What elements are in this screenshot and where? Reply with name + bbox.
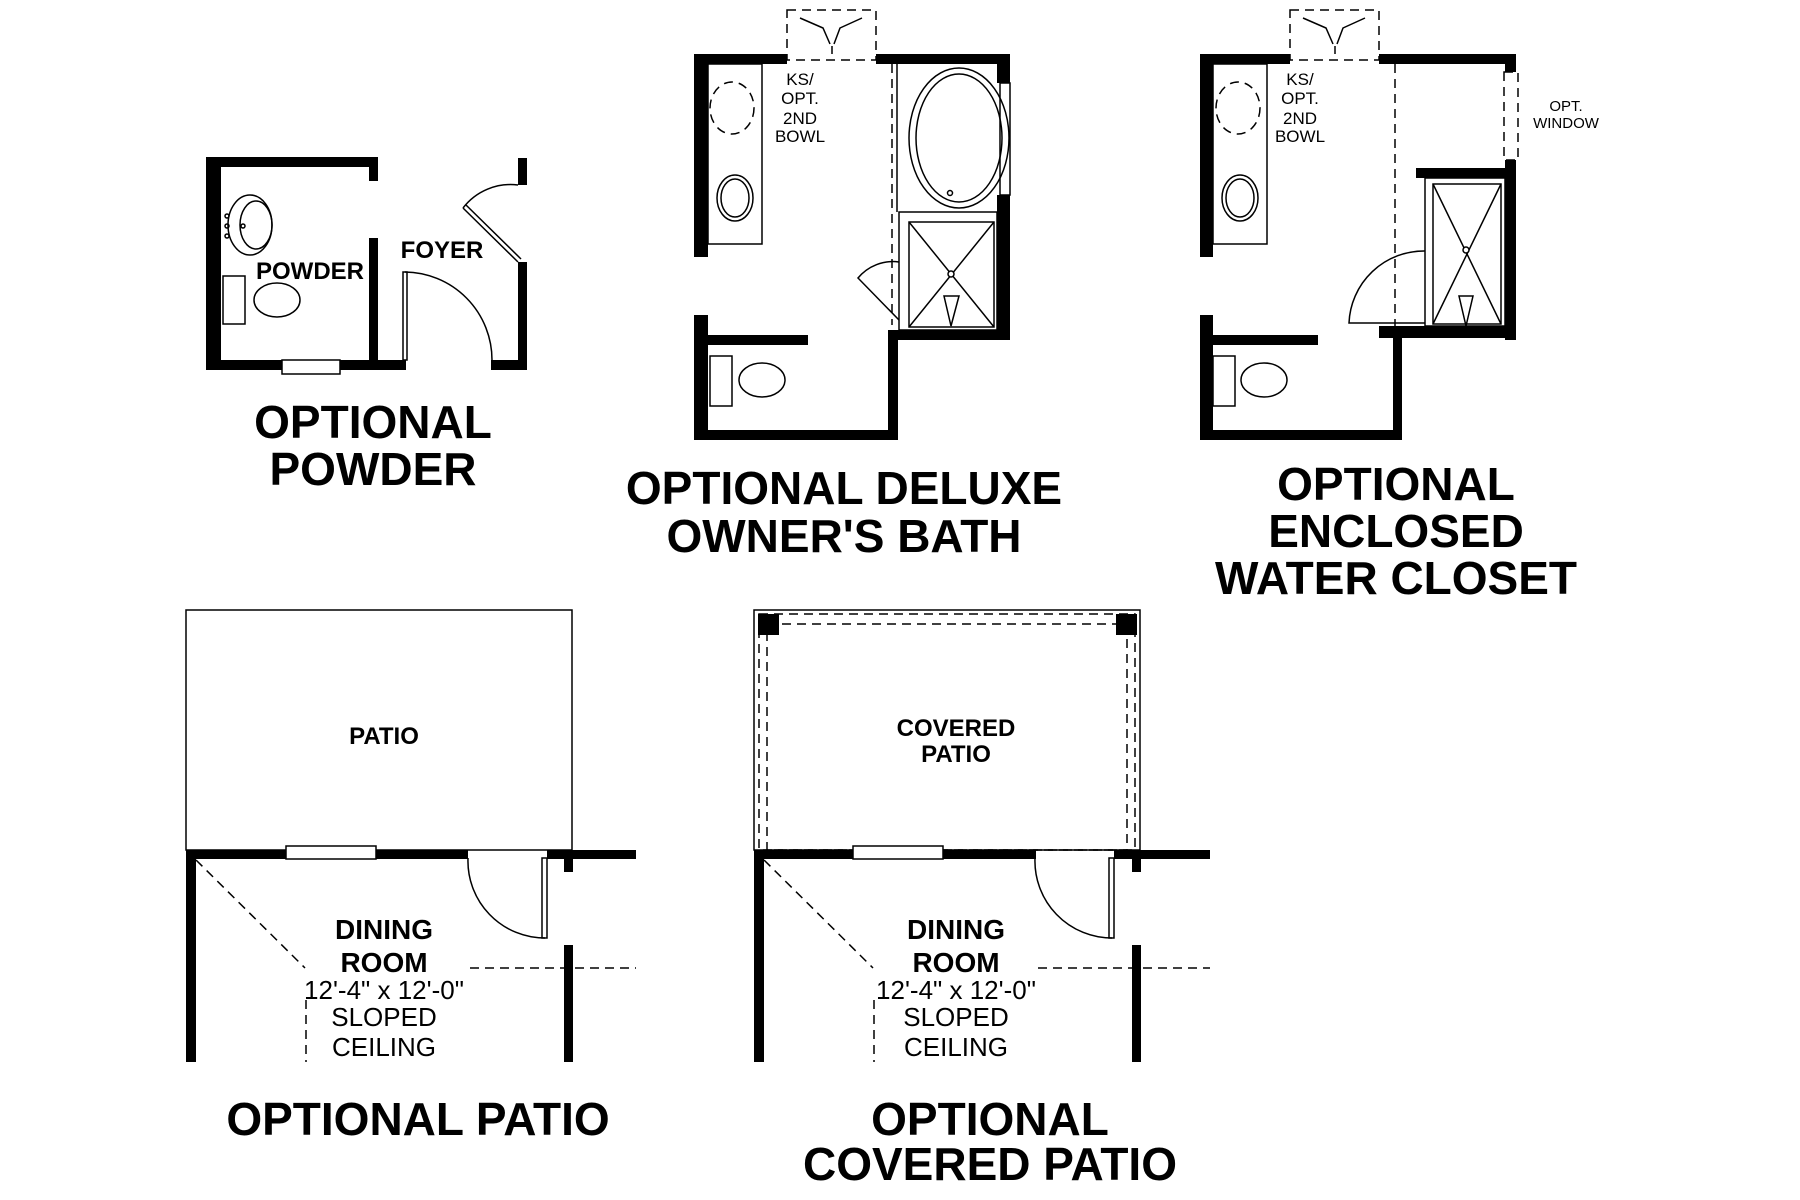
column-icon bbox=[758, 614, 779, 635]
note-ks-opt-2nd-bowl: 2ND bbox=[783, 109, 817, 128]
optional-enclosed-wc-plan: KS/ OPT. 2ND BOWL OPT. WINDOW OPTIONAL E… bbox=[1200, 9, 1600, 604]
note-ks-opt-2nd-bowl: KS/ bbox=[1286, 70, 1314, 89]
optional-window-icon bbox=[786, 9, 877, 61]
optional-sink-icon bbox=[1215, 81, 1261, 135]
plan-title: COVERED PATIO bbox=[803, 1138, 1177, 1190]
bathtub-icon bbox=[908, 67, 1010, 209]
shower-icon bbox=[856, 211, 998, 331]
room-label-dining: ROOM bbox=[340, 947, 427, 978]
plan-title: WATER CLOSET bbox=[1215, 552, 1577, 604]
toilet-icon bbox=[222, 275, 301, 325]
optional-covered-patio-plan: COVERED PATIO DINING ROOM 12'-4" x 12'-0… bbox=[753, 609, 1210, 1190]
room-label-dining: ROOM bbox=[912, 947, 999, 978]
ceiling-note: CEILING bbox=[332, 1032, 436, 1062]
note-ks-opt-2nd-bowl: BOWL bbox=[775, 127, 825, 146]
area-label-patio: PATIO bbox=[349, 723, 419, 750]
plan-title: OPTIONAL bbox=[871, 1093, 1109, 1145]
optional-deluxe-bath-plan: KS/ OPT. 2ND BOWL OPTIONAL DELUXE OWNER'… bbox=[626, 9, 1062, 562]
optional-window-icon bbox=[1289, 9, 1380, 61]
room-label-powder: POWDER bbox=[256, 258, 364, 285]
area-label-covered-patio: COVERED bbox=[897, 715, 1016, 742]
sink-icon bbox=[1221, 174, 1259, 222]
plan-title: OWNER'S BATH bbox=[666, 510, 1021, 562]
room-dimensions: 12'-4" x 12'-0" bbox=[304, 975, 464, 1005]
ceiling-note: CEILING bbox=[904, 1032, 1008, 1062]
note-ks-opt-2nd-bowl: OPT. bbox=[781, 89, 819, 108]
door-icon bbox=[467, 857, 548, 939]
room-label-foyer: FOYER bbox=[401, 237, 484, 264]
area-label-covered-patio: PATIO bbox=[921, 741, 991, 768]
plan-title: POWDER bbox=[270, 443, 477, 495]
optional-powder-plan: POWDER FOYER OPTIONAL POWDER bbox=[206, 157, 527, 495]
optional-sink-icon bbox=[709, 81, 755, 135]
plan-title: OPTIONAL PATIO bbox=[226, 1093, 609, 1145]
plan-title: ENCLOSED bbox=[1268, 505, 1524, 557]
window-icon bbox=[285, 845, 377, 860]
toilet-icon bbox=[1212, 355, 1288, 407]
plan-title: OPTIONAL bbox=[1277, 458, 1515, 510]
sink-icon bbox=[716, 174, 754, 222]
room-dimensions: 12'-4" x 12'-0" bbox=[876, 975, 1036, 1005]
note-opt-window: WINDOW bbox=[1533, 115, 1600, 132]
room-label-dining: DINING bbox=[907, 914, 1005, 945]
room-label-dining: DINING bbox=[335, 914, 433, 945]
sink-icon bbox=[224, 194, 273, 256]
optional-patio-plan: PATIO DINING ROOM 12'-4" x 12'-0" SLOPED… bbox=[185, 609, 636, 1145]
note-ks-opt-2nd-bowl: BOWL bbox=[1275, 127, 1325, 146]
ceiling-note: SLOPED bbox=[903, 1002, 1009, 1032]
window-icon bbox=[281, 359, 341, 375]
foyer-door-icon bbox=[402, 271, 493, 361]
entry-door-icon bbox=[462, 183, 522, 263]
ceiling-note: SLOPED bbox=[331, 1002, 437, 1032]
note-ks-opt-2nd-bowl: 2ND bbox=[1283, 109, 1317, 128]
optional-window-icon bbox=[1503, 71, 1519, 161]
toilet-icon bbox=[709, 355, 786, 407]
door-icon bbox=[1034, 857, 1115, 939]
plan-title: OPTIONAL DELUXE bbox=[626, 462, 1062, 514]
note-ks-opt-2nd-bowl: OPT. bbox=[1281, 89, 1319, 108]
shower-icon bbox=[1348, 177, 1506, 327]
column-icon bbox=[1116, 614, 1137, 635]
window-icon bbox=[852, 845, 944, 860]
plan-title: OPTIONAL bbox=[254, 396, 492, 448]
note-ks-opt-2nd-bowl: KS/ bbox=[786, 70, 814, 89]
note-opt-window: OPT. bbox=[1549, 98, 1582, 115]
